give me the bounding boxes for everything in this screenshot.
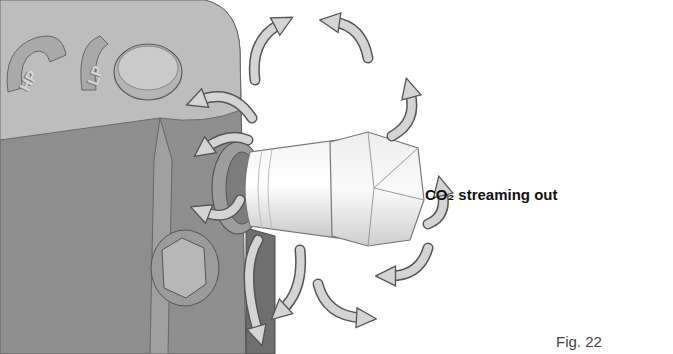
- cap-body: [245, 140, 338, 238]
- valve-top-face: [0, 0, 241, 140]
- valve-body: [0, 0, 246, 354]
- gas-arrow: [204, 200, 240, 215]
- bolt-ring: [151, 230, 219, 306]
- gas-arrow: [282, 250, 301, 310]
- gas-arrow: [318, 284, 362, 318]
- top-plug-face: [118, 46, 178, 90]
- figure-caption: Fig. 22: [556, 333, 602, 350]
- gas-arrow: [390, 248, 428, 276]
- gas-arrow: [206, 137, 248, 148]
- gas-arrow: [200, 97, 252, 118]
- valve-plate: [246, 228, 275, 354]
- gas-arrow: [249, 240, 258, 332]
- gas-arrow: [392, 92, 412, 136]
- gas-arrow: [334, 22, 368, 58]
- gas-arrows: [200, 22, 443, 332]
- callout-text: CO₂ streaming out: [425, 186, 558, 203]
- cap-thread: [258, 149, 272, 229]
- top-plug: [114, 44, 182, 100]
- gas-arrow: [254, 24, 280, 80]
- hex-edges: [368, 132, 424, 246]
- hex-nut: [330, 132, 424, 246]
- lp-slot: [81, 36, 108, 90]
- bolt-head: [162, 238, 206, 298]
